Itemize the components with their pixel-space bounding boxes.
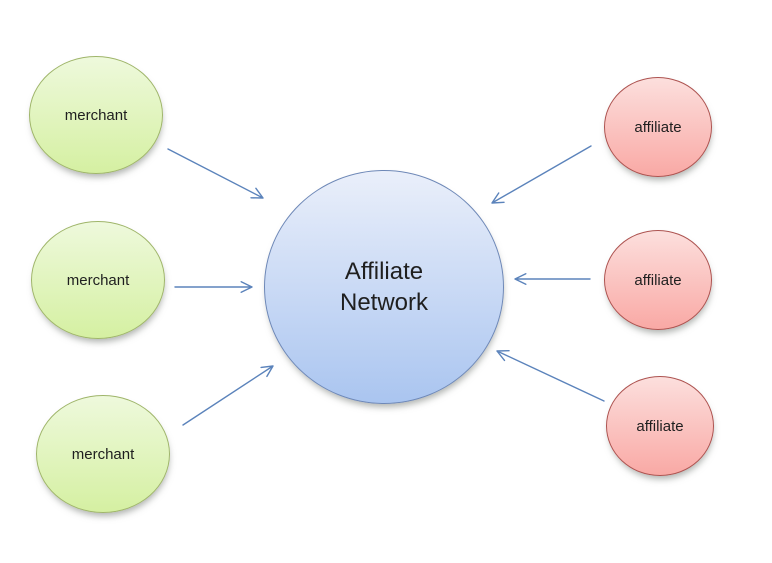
affiliate-node-1: affiliate (604, 77, 712, 177)
affiliate-node-3-label: affiliate (636, 417, 684, 435)
affiliate-network-label-line2: Network (339, 289, 429, 316)
merchant-node-2-label: merchant (66, 271, 130, 289)
affiliate-network-label: Affiliate Network (340, 256, 428, 318)
arrow-merchant-3-to-center (182, 365, 274, 426)
affiliate-node-1-label: affiliate (634, 118, 682, 136)
affiliate-node-3: affiliate (606, 376, 714, 476)
affiliate-node-2-label: affiliate (634, 271, 682, 289)
arrow-merchant-2-to-center (174, 281, 253, 293)
merchant-node-1-label: merchant (64, 106, 128, 124)
affiliate-network-label-line1: Affiliate (344, 258, 424, 285)
affiliate-node-2: affiliate (604, 230, 712, 330)
arrow-affiliate-3-to-center (496, 350, 605, 402)
merchant-node-3: merchant (36, 395, 170, 513)
merchant-node-1: merchant (29, 56, 163, 174)
arrow-affiliate-1-to-center (491, 145, 592, 204)
arrow-affiliate-2-to-center (514, 273, 591, 285)
arrow-merchant-1-to-center (167, 148, 264, 199)
merchant-node-2: merchant (31, 221, 165, 339)
affiliate-network-node: Affiliate Network (264, 170, 504, 404)
merchant-node-3-label: merchant (71, 445, 135, 463)
